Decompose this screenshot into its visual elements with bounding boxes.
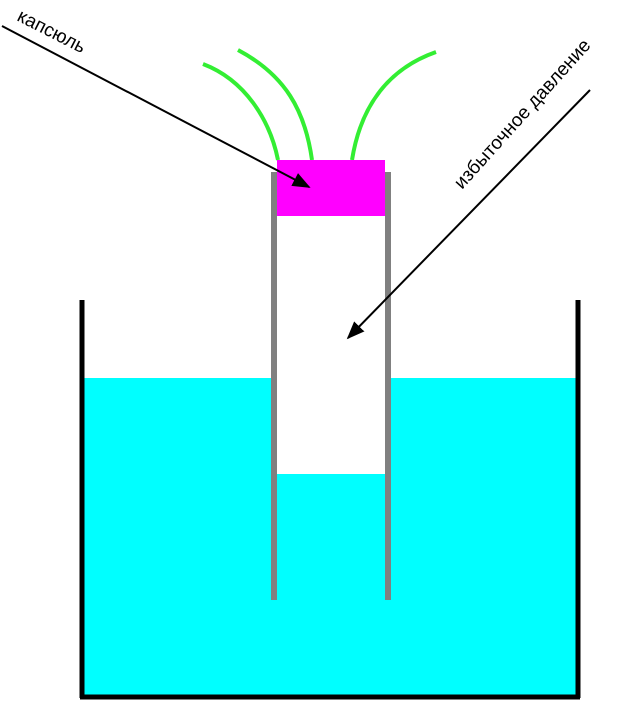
capsule-pointer-arrow [1,25,311,188]
overpressure-label: избыточное давление [450,35,595,193]
wire-middle [237,48,314,161]
capsule-label: капсюль [14,6,89,58]
overpressure-pointer-arrow [346,89,591,340]
wire-left [202,62,280,161]
tube-air-column [276,216,386,474]
water-in-tube [276,474,386,600]
capsule [277,160,385,216]
wire-right [350,50,437,161]
